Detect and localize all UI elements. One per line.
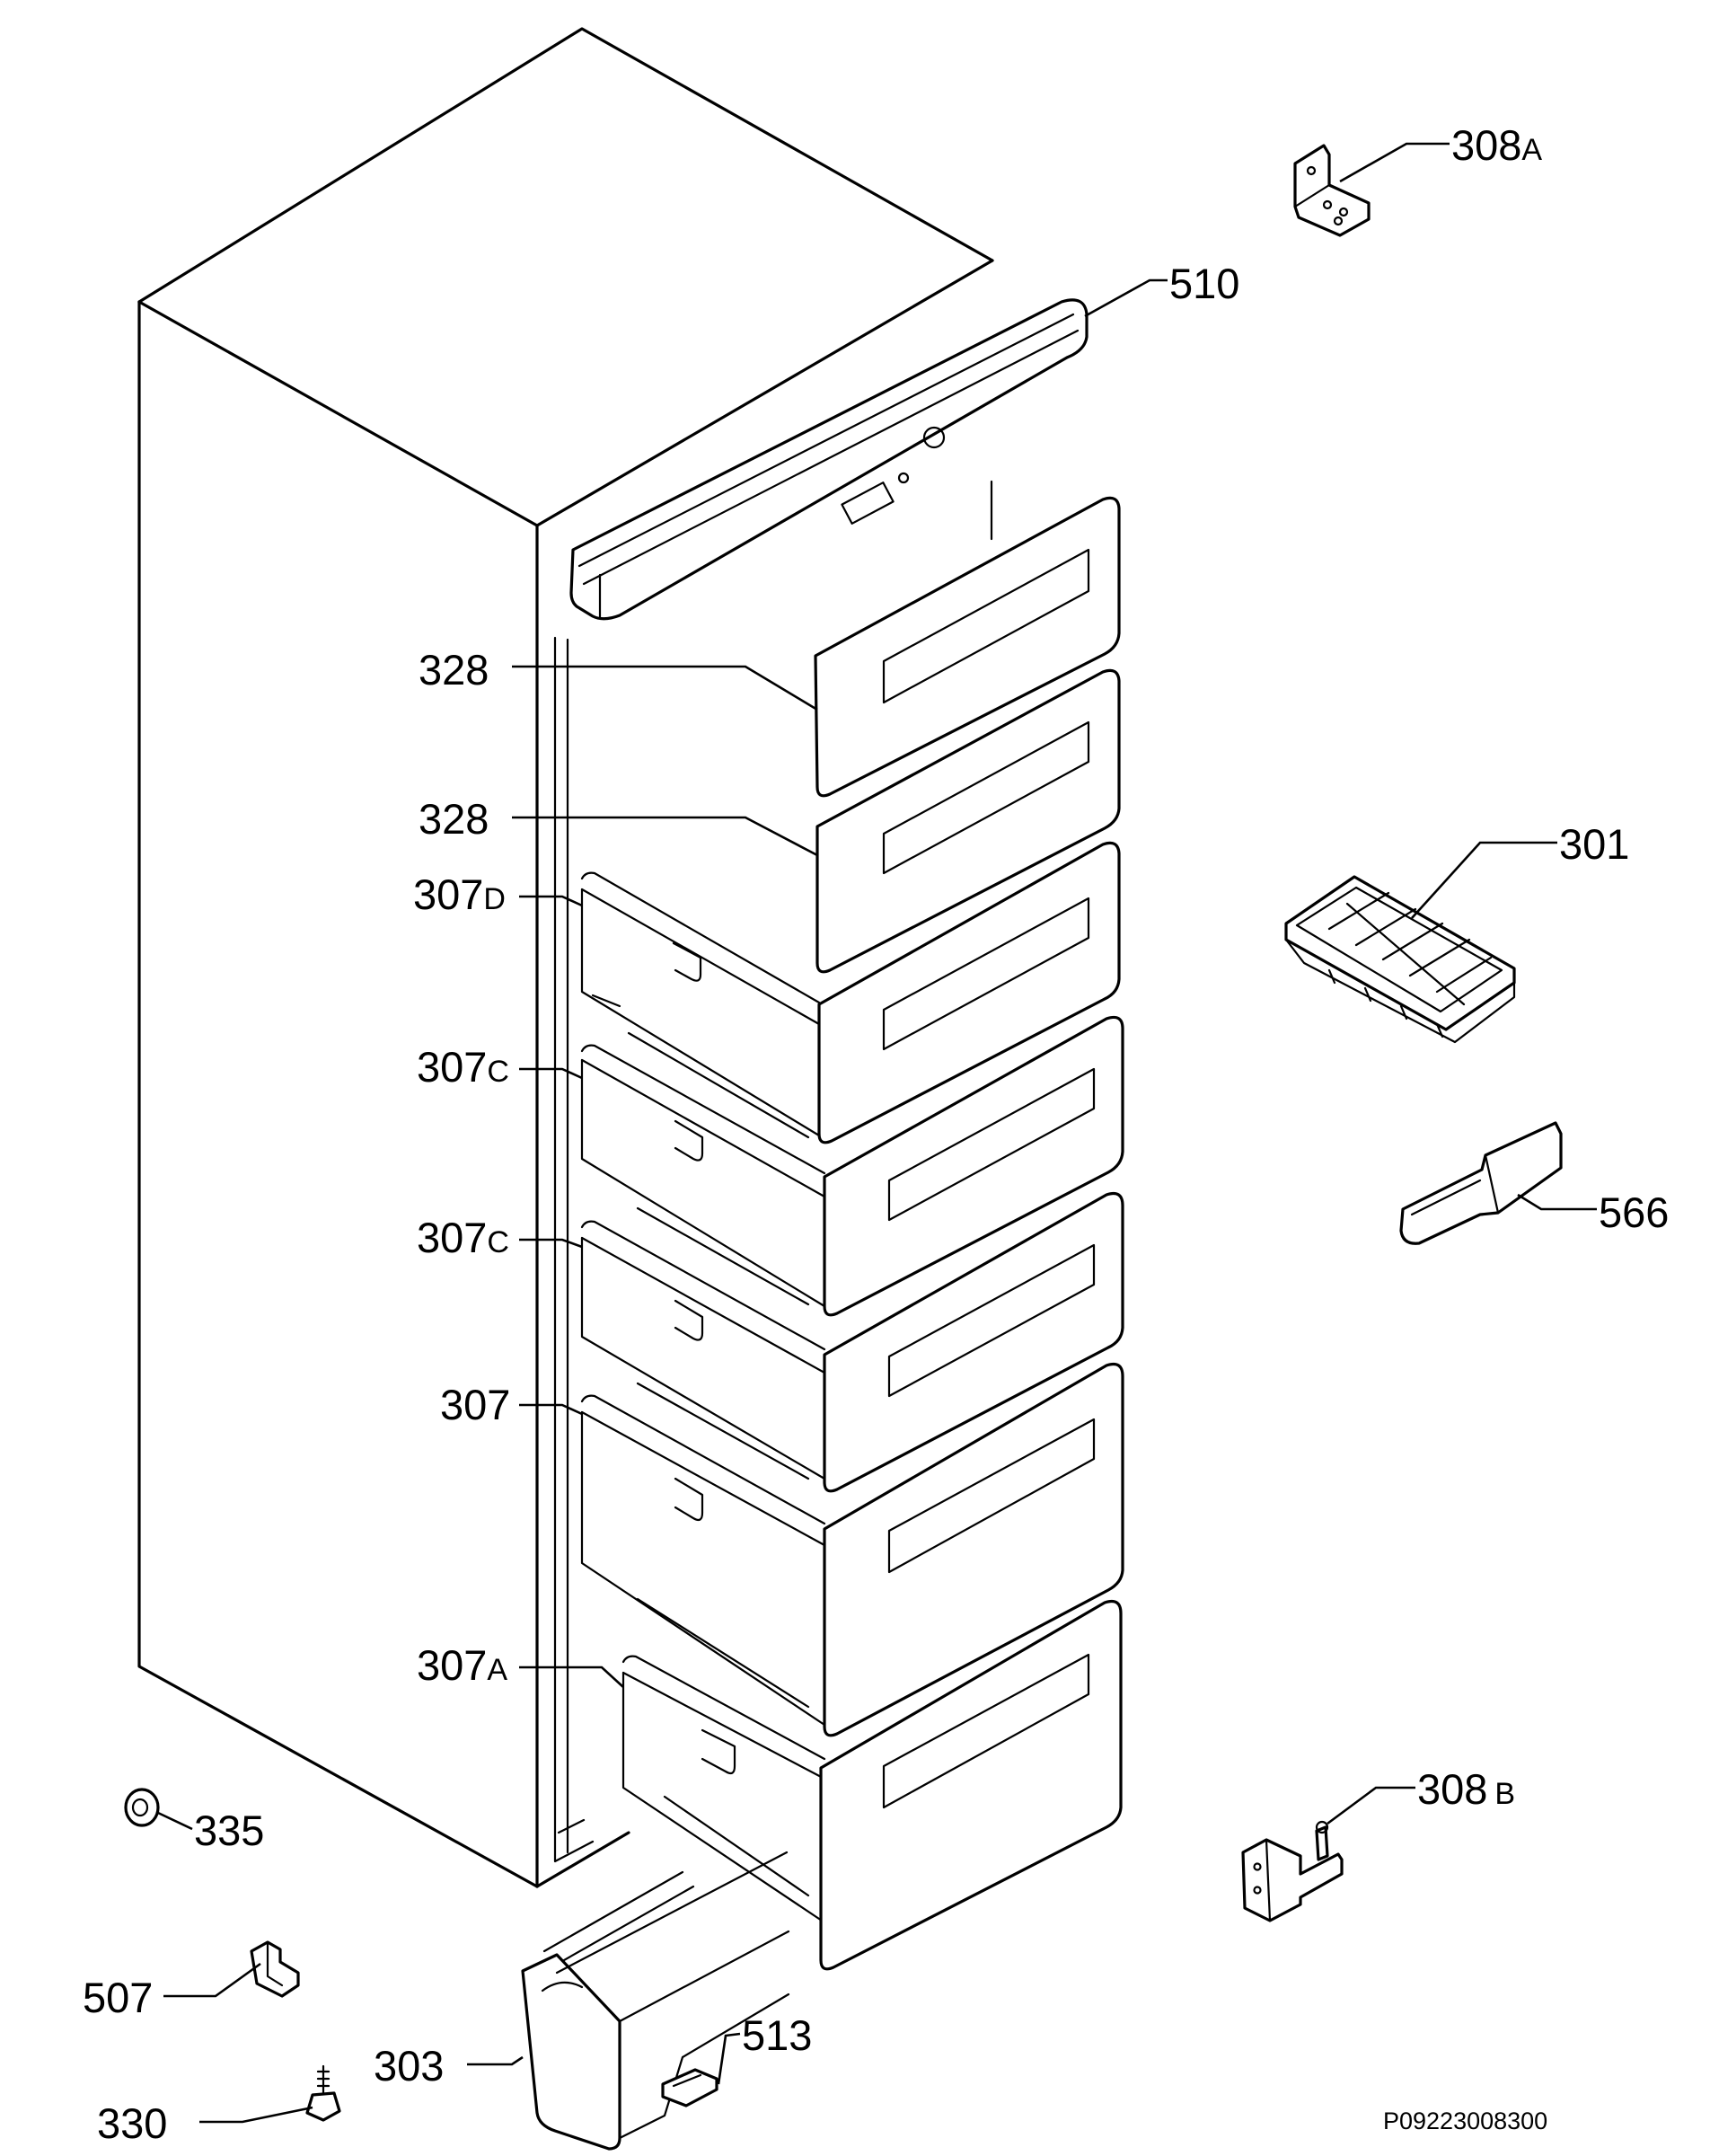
label-566: 566 (1599, 1188, 1669, 1236)
clip-507 (250, 1940, 300, 1998)
kick-plate-303 (521, 1851, 790, 2151)
label-307c-lower: 307C (417, 1214, 509, 1261)
part-labels: 308A 510 328 328 301 307D 307C 307C 566 … (83, 121, 1669, 2147)
label-308a: 308A (1451, 121, 1542, 169)
drawer-307 (580, 1362, 1124, 1737)
label-303: 303 (374, 2042, 444, 2090)
adjustable-foot-330 (305, 2064, 341, 2122)
flap-front-328-bottom (815, 668, 1121, 974)
flap-front-328-top (814, 496, 1121, 798)
label-513: 513 (742, 2011, 812, 2059)
drawing-code: P09223008300 (1383, 2107, 1547, 2134)
hinge-308a (1293, 144, 1371, 237)
cover-513 (661, 2068, 718, 2107)
leader-lines (157, 142, 1597, 2124)
label-307d: 307D (413, 870, 506, 918)
label-335: 335 (194, 1807, 264, 1854)
drawer-307c-lower (580, 1191, 1124, 1493)
label-301: 301 (1559, 820, 1629, 868)
label-330: 330 (97, 2099, 167, 2147)
control-panel-510 (569, 298, 1089, 621)
label-307: 307 (440, 1381, 510, 1428)
label-307a: 307A (417, 1641, 507, 1689)
foot-335 (124, 1788, 160, 1827)
ice-scoop-566 (1399, 1121, 1563, 1245)
ice-cube-tray-301 (1284, 875, 1516, 1044)
label-507: 507 (83, 1974, 153, 2021)
freezer-cabinet (137, 27, 994, 1888)
drawer-307a (621, 1599, 1123, 1971)
label-328-bottom: 328 (419, 795, 489, 843)
label-328-top: 328 (419, 646, 489, 694)
label-510: 510 (1169, 260, 1239, 307)
drawer-307d (580, 841, 1121, 1144)
drawer-307c-upper (580, 1015, 1124, 1317)
hinge-308b (1241, 1820, 1344, 1922)
label-307c-upper: 307C (417, 1043, 509, 1091)
